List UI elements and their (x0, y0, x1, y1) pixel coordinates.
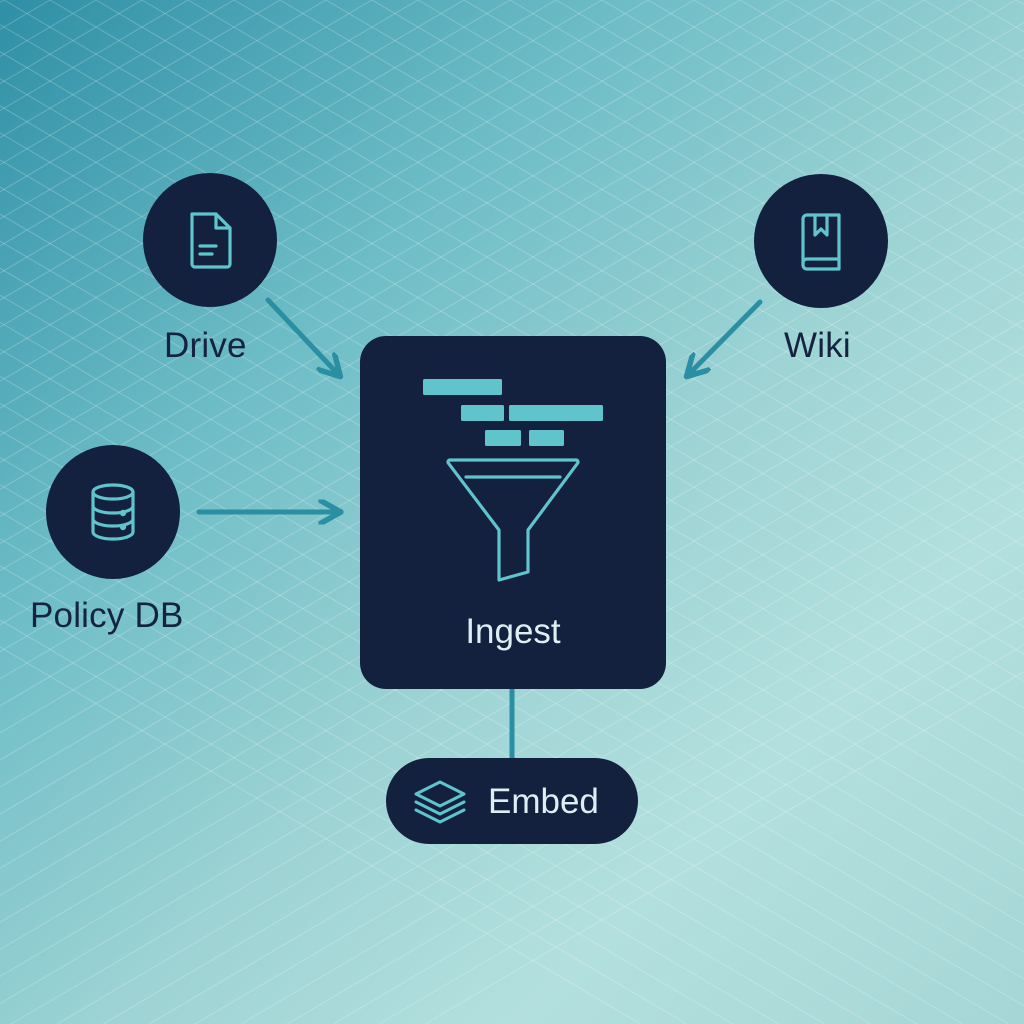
wiki-node[interactable] (754, 174, 888, 308)
layers-icon (412, 778, 468, 826)
ingest-graphic (423, 379, 603, 582)
embed-label: Embed (488, 782, 599, 821)
book-icon (791, 209, 851, 273)
wiki-label: Wiki (784, 326, 851, 365)
database-icon (83, 480, 143, 544)
embed-node[interactable]: Embed (386, 758, 638, 844)
ingest-node[interactable]: Ingest (360, 336, 666, 689)
funnel-icon (446, 458, 580, 582)
drive-label: Drive (164, 326, 247, 365)
arrow-drive-to-ingest (265, 297, 337, 373)
ingest-label: Ingest (465, 612, 561, 651)
drive-node[interactable] (143, 173, 277, 307)
arrow-wiki-to-ingest (690, 299, 763, 373)
data-blocks-icon (423, 379, 603, 446)
policy-db-label: Policy DB (30, 596, 184, 635)
policy-db-node[interactable] (46, 445, 180, 579)
document-icon (182, 208, 238, 272)
